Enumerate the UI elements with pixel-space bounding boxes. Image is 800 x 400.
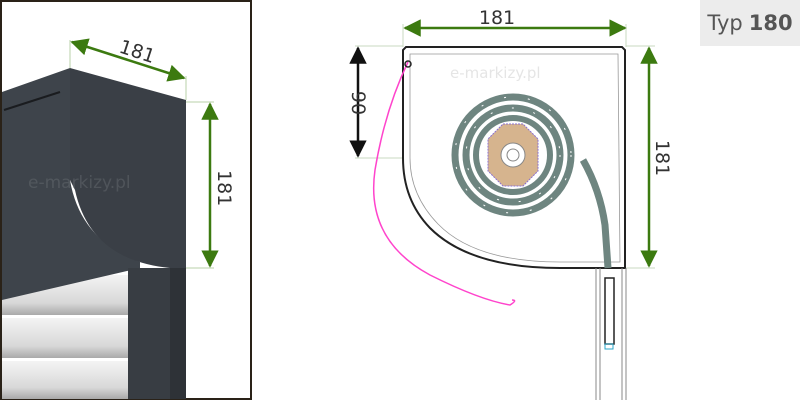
photo-watermark: e-markizy.pl [28,173,131,193]
pull-cord [373,61,516,306]
drawing-height-label: 181 [651,140,673,176]
cross-section-drawing: e-markizy.pl 181 90 181 [347,7,673,400]
type-badge: Typ 180 [700,0,800,46]
type-prefix: Typ [707,11,743,35]
type-value: 180 [748,11,793,35]
rolled-curtain [451,93,612,269]
depth-dimension-arrow [70,38,186,82]
box-side-housing [2,68,140,300]
box-end-cap [70,68,186,268]
drawing-width-label: 181 [479,7,515,29]
product-photo: e-markizy.pl 181 181 [0,0,252,400]
drawing-opening-label: 90 [347,91,369,115]
drawing-watermark: e-markizy.pl [450,64,541,82]
guide-rail-section [595,268,627,400]
photo-height-label: 181 [213,170,235,206]
